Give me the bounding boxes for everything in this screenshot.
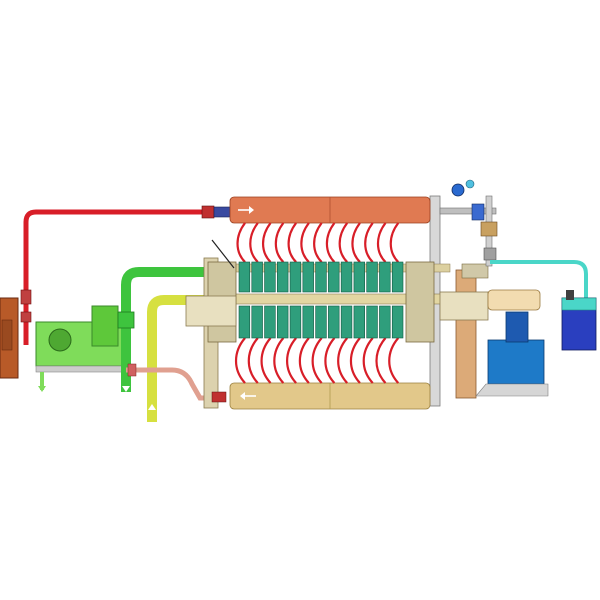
filter-plate-upper bbox=[379, 261, 391, 293]
upper-hose bbox=[274, 222, 285, 263]
valve-icon[interactable] bbox=[471, 203, 485, 221]
lower-hose bbox=[298, 337, 310, 384]
lower-hose bbox=[247, 337, 259, 384]
filter-plate-lower bbox=[238, 305, 251, 339]
upper-hose bbox=[313, 222, 323, 263]
upper-hose bbox=[236, 222, 246, 263]
lower-hose bbox=[260, 337, 272, 384]
filter-plate-lower bbox=[264, 305, 276, 339]
return-valve-icon[interactable] bbox=[127, 363, 137, 377]
filter-plate-lower bbox=[315, 305, 327, 339]
inlet-fitting-icon bbox=[213, 206, 231, 218]
lower-hose bbox=[311, 337, 323, 384]
filter-plate-lower bbox=[289, 305, 302, 339]
lower-hose bbox=[234, 337, 246, 384]
sensor-icon bbox=[465, 179, 475, 189]
teal-pipe bbox=[490, 260, 588, 298]
filter-plate-upper bbox=[251, 261, 263, 293]
head-plate bbox=[185, 239, 237, 343]
upper-hose bbox=[351, 222, 361, 263]
follower-assembly bbox=[405, 261, 541, 343]
motor-icon bbox=[48, 328, 72, 352]
pump-outlet-arrow-icon bbox=[38, 386, 46, 392]
lower-hose bbox=[324, 337, 336, 384]
filter-plate-lower bbox=[391, 305, 404, 339]
upper-hose bbox=[300, 222, 310, 263]
cold-manifold bbox=[211, 382, 431, 410]
filter-plate-upper bbox=[328, 261, 340, 293]
hot-manifold bbox=[229, 196, 431, 224]
filter-plate-upper bbox=[315, 261, 327, 293]
yellow-pipe bbox=[147, 295, 210, 422]
pump-unit bbox=[35, 305, 127, 392]
filter-plate-upper bbox=[277, 261, 289, 293]
hot-flow-arrow-icon bbox=[249, 206, 254, 214]
upper-hose bbox=[287, 222, 297, 263]
upper-hose bbox=[376, 222, 387, 263]
supply-flange-icon bbox=[20, 311, 32, 323]
filter-plate-upper bbox=[340, 261, 353, 293]
filter-plate-lower bbox=[340, 305, 353, 339]
return-pipe bbox=[126, 363, 212, 401]
filter-plate-lower bbox=[328, 305, 340, 339]
lower-hose bbox=[337, 337, 349, 384]
filter-plate-upper bbox=[289, 261, 302, 293]
green-valve-icon[interactable] bbox=[117, 311, 135, 329]
upper-hose bbox=[389, 222, 400, 263]
control-valve-icon[interactable] bbox=[480, 221, 498, 237]
cold-flow-arrow-icon bbox=[240, 392, 245, 400]
filter-plate-lower bbox=[379, 305, 391, 339]
filter-plate-upper bbox=[366, 261, 378, 293]
inlet-valve-icon[interactable] bbox=[201, 205, 215, 219]
filter-plate-lower bbox=[277, 305, 289, 339]
filter-plate-lower bbox=[251, 305, 263, 339]
filter-plate-upper bbox=[302, 261, 314, 293]
upper-hose bbox=[325, 222, 336, 263]
yellow-flow-arrow-icon bbox=[148, 404, 156, 410]
upper-hose bbox=[338, 222, 349, 263]
green-pipe bbox=[117, 267, 208, 392]
filter-plate-upper bbox=[353, 261, 365, 293]
collection-tank bbox=[561, 290, 597, 351]
pressure-gauge-icon bbox=[451, 183, 465, 197]
lower-hose bbox=[286, 337, 297, 384]
green-flow-arrow-icon bbox=[122, 386, 130, 392]
filter-plate-lower bbox=[302, 305, 314, 339]
hydraulic-unit bbox=[475, 311, 549, 397]
heater-unit bbox=[0, 297, 19, 379]
upper-hoses bbox=[236, 222, 400, 263]
filter-plate-upper bbox=[391, 261, 404, 293]
outlet-valve-icon[interactable] bbox=[211, 391, 227, 403]
motor-icon bbox=[505, 311, 529, 343]
filter-plate-lower bbox=[366, 305, 378, 339]
supply-valve-icon[interactable] bbox=[20, 289, 32, 305]
filter-plate-stack bbox=[238, 261, 404, 339]
filter-plate-upper bbox=[238, 261, 251, 293]
lower-hose bbox=[349, 337, 361, 384]
upper-hose bbox=[364, 222, 374, 263]
side-beam bbox=[209, 293, 481, 305]
lower-hose bbox=[273, 337, 285, 384]
hot-supply-pipe bbox=[20, 205, 231, 345]
lower-hoses bbox=[234, 337, 400, 384]
lower-hose bbox=[388, 337, 400, 384]
lower-hose bbox=[362, 337, 374, 384]
hydraulic-cylinder bbox=[487, 289, 541, 311]
filter-plate-upper bbox=[264, 261, 276, 293]
upper-hose bbox=[249, 222, 259, 263]
upper-hose bbox=[261, 222, 272, 263]
instrument-cluster bbox=[439, 179, 498, 267]
lower-hose bbox=[375, 337, 387, 384]
filter-plate-lower bbox=[353, 305, 365, 339]
